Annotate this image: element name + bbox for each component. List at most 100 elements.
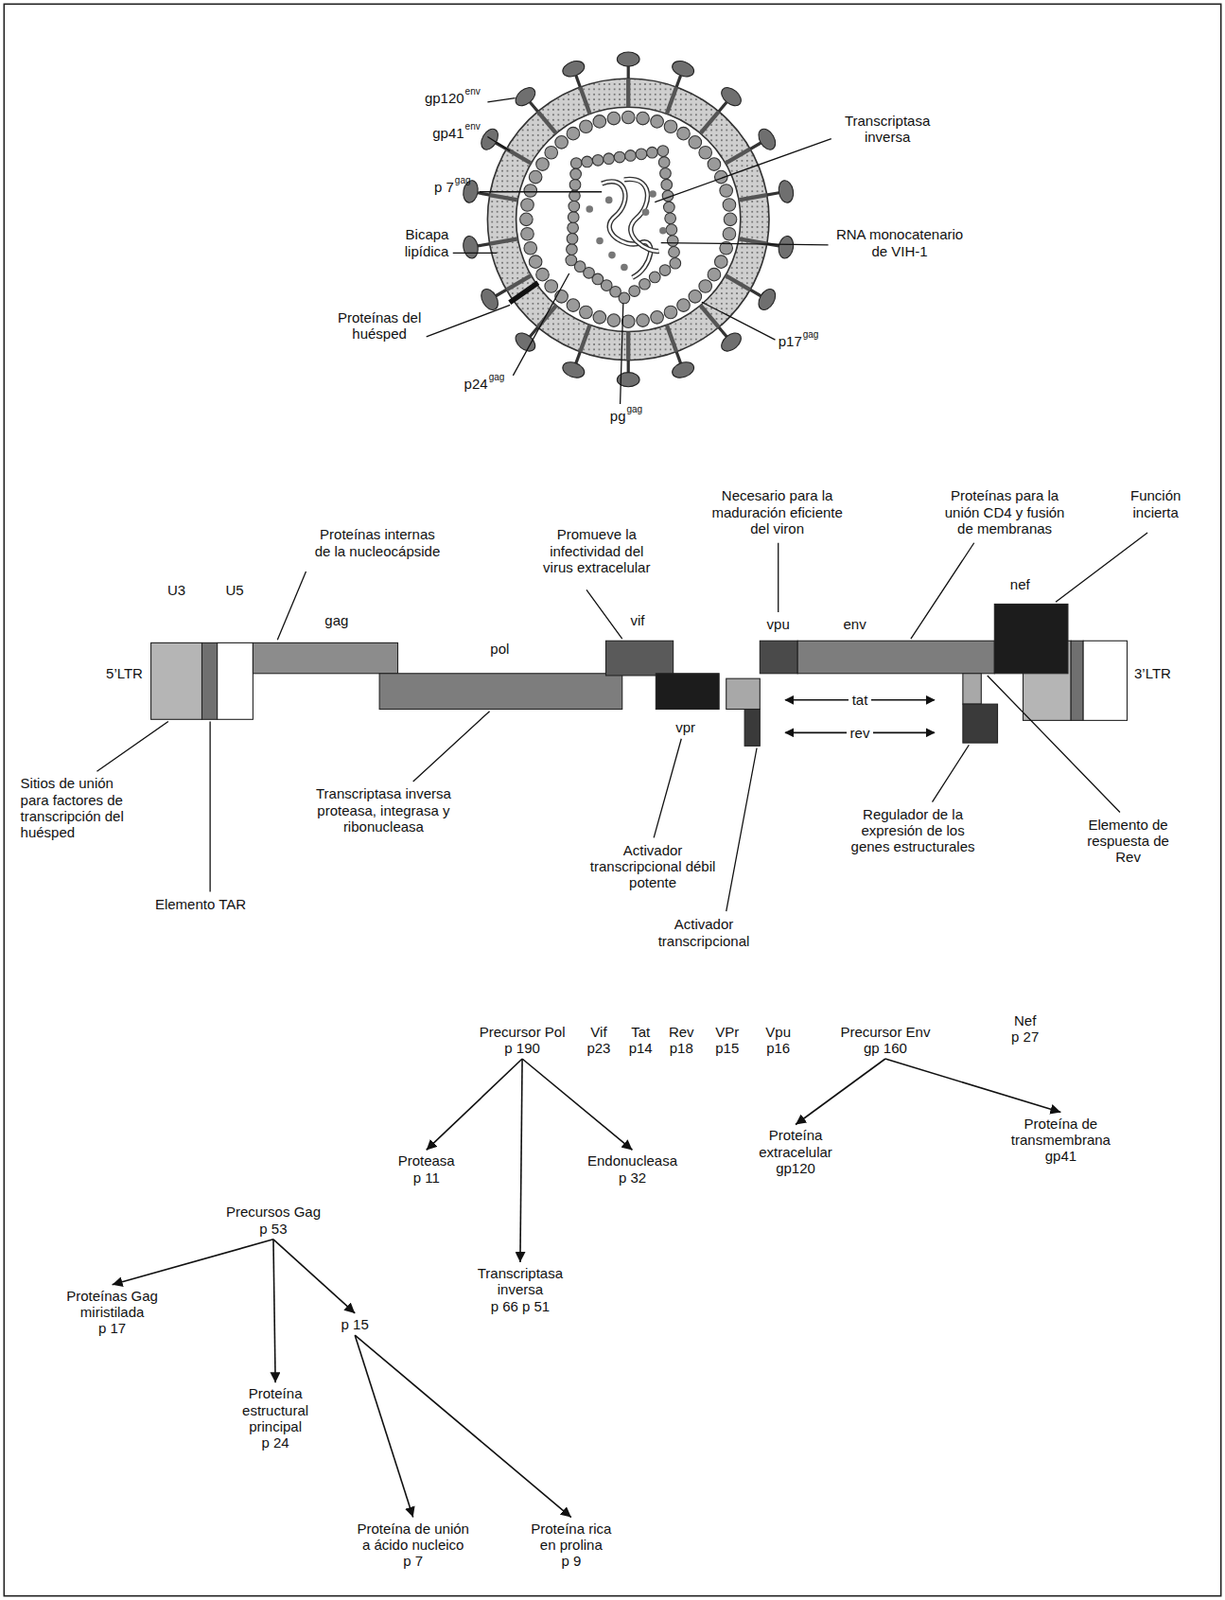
capsid-bead: [569, 178, 581, 191]
protein-name: Proteína de transmembrana: [1009, 1115, 1112, 1149]
callout-label: pg: [610, 407, 627, 424]
capsid-bead: [567, 222, 579, 234]
knob-head: [754, 285, 779, 313]
enzyme-dots: [585, 190, 666, 271]
matrix-bead: [722, 198, 736, 212]
gp120-knob: [511, 325, 539, 355]
callout-label: Bicapa lipídica: [377, 226, 449, 260]
gp41-bar: [626, 78, 630, 107]
capsid-bead: [568, 200, 580, 212]
gene-name: nef: [1010, 576, 1031, 593]
callout-label: Necesario para la maduración eficiente d…: [705, 487, 849, 537]
protein-label: p15: [715, 1039, 739, 1056]
gp41-bar: [700, 305, 718, 328]
matrix-bead: [664, 120, 678, 134]
protein-mass: p 53: [217, 1220, 331, 1237]
rev-exon: [962, 703, 998, 743]
protein-name: Proteína estructural principal: [235, 1384, 315, 1435]
capsid-bead: [629, 285, 641, 298]
protein-label: p 27: [1011, 1028, 1039, 1045]
protein-label: VPr: [715, 1023, 739, 1040]
matrix-bead: [699, 145, 713, 159]
gp120-knob: [748, 285, 779, 313]
protein-node: Proteína de transmembranagp41: [1009, 1115, 1112, 1165]
matrix-bead: [707, 267, 721, 281]
matrix-bead: [528, 255, 543, 269]
matrix-bead: [593, 311, 607, 325]
callout-label: Transcriptasa inversa proteasa, integras…: [313, 785, 455, 835]
matrix-bead: [719, 184, 734, 198]
matrix-bead: [723, 212, 737, 227]
callout-label: Sitios de unión para factores de transcr…: [20, 774, 128, 840]
knob-head: [669, 58, 696, 80]
callout-label: Transcriptasa inversa: [836, 112, 939, 146]
callout-label: gp120: [424, 89, 465, 106]
matrix-bead: [536, 157, 550, 172]
callout-label: Proteínas internas de la nucleocápside: [313, 525, 442, 560]
tat-exon: [962, 673, 981, 704]
capsid-bead: [669, 257, 682, 269]
callout-label: p24: [464, 375, 489, 392]
capsid-p24: [565, 145, 682, 304]
callout-label: Activador transcripcional débil potente: [583, 841, 722, 892]
knob-head: [754, 125, 779, 153]
matrix-bead: [520, 212, 534, 227]
vpr-gene: [655, 673, 719, 710]
protein-node: Precursor Polp 190: [466, 1023, 579, 1057]
enzyme-dot: [659, 227, 667, 235]
capsid-bead: [661, 178, 673, 191]
capsid-bead: [592, 154, 604, 166]
rna-strand: [624, 178, 660, 251]
gp41-bar: [738, 194, 768, 200]
protein-mass: p 24: [235, 1434, 315, 1451]
callout-label: Elemento de respuesta de Rev: [1072, 816, 1183, 866]
protein-label: Rev: [668, 1023, 695, 1040]
protein-name: Transcriptasa inversa: [469, 1264, 572, 1298]
matrix-bead: [688, 136, 702, 150]
callout-label: p17: [778, 332, 803, 350]
gene-name: env: [842, 615, 866, 632]
gp41-bar: [666, 324, 677, 351]
ltr-u5: [1083, 640, 1127, 720]
capsid-bead: [603, 153, 615, 165]
gp120-knob: [560, 350, 587, 381]
protein-node: Precursos Gagp 53: [217, 1203, 331, 1237]
gp41-bar: [490, 238, 519, 244]
gp41-bar: [538, 111, 557, 134]
gp120-knob: [669, 58, 696, 89]
protein-node: Proteína rica en prolinap 9: [524, 1520, 618, 1570]
callout-label: Proteínas para la unión CD4 y fusión de …: [939, 487, 1070, 537]
gp120-knob: [616, 52, 640, 81]
gene-name: 5’LTR: [105, 665, 143, 682]
protein-node: Proteína de unión a ácido nucleicop 7: [354, 1520, 473, 1570]
gene-name: vpu: [767, 615, 790, 632]
processing-arrow: [354, 1334, 572, 1517]
ltr-u5: [217, 642, 254, 719]
gp41-bar: [666, 87, 677, 114]
matrix-bead: [524, 241, 538, 255]
gp120-knob: [717, 84, 744, 114]
matrix-bead: [650, 311, 665, 325]
protein-mass: gp41: [1009, 1147, 1112, 1164]
protein-name: Precursos Gag: [217, 1203, 331, 1220]
gene-name: U3: [167, 581, 186, 598]
matrix-bead: [536, 267, 550, 281]
callout-label: p 7: [434, 178, 455, 195]
protein-node: Proteínas Gag miristiladap 17: [61, 1287, 164, 1337]
protein-label: p18: [669, 1039, 694, 1056]
callout-label: Regulador de la expresión de los genes e…: [850, 805, 976, 856]
processing-arrow: [354, 1334, 413, 1517]
matrix-bead: [593, 115, 607, 129]
enzyme-dot: [605, 196, 613, 205]
callout-label: Función incierta: [1122, 487, 1190, 521]
knob-head: [511, 84, 539, 110]
protein-mass: p 17: [61, 1319, 164, 1336]
matrix-bead: [579, 305, 594, 319]
knob-head: [461, 234, 480, 260]
protein-name: Proteína extracelular: [752, 1126, 840, 1160]
capsid-bead: [565, 254, 578, 266]
processing-arrow: [885, 1058, 1061, 1113]
gp120-knob: [477, 285, 508, 313]
protein-node: Endonucleasap 32: [581, 1152, 684, 1186]
